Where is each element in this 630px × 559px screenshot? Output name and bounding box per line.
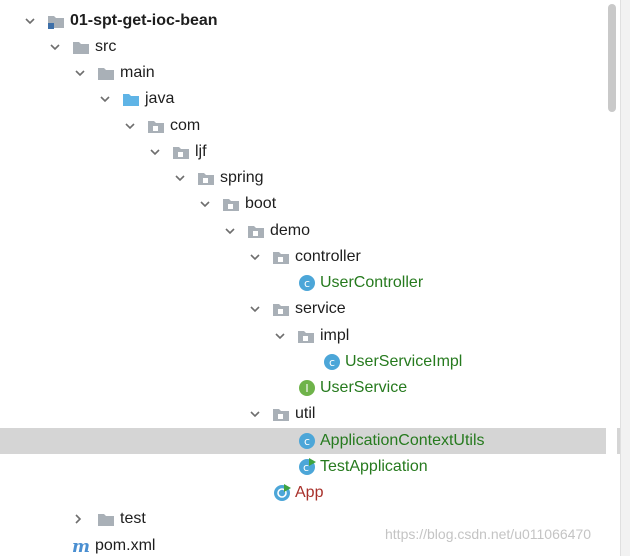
package-icon [197, 169, 215, 187]
package-icon [272, 405, 290, 423]
tree-node-label: util [295, 405, 316, 422]
chevron-down-icon[interactable] [225, 226, 235, 236]
scrollbar-thumb[interactable] [608, 4, 616, 112]
editor-gutter [620, 0, 630, 556]
tree-node-label: 01-spt-get-ioc-bean [70, 12, 218, 29]
maven-pom-icon: m [72, 537, 90, 555]
package-icon [272, 248, 290, 266]
svg-text:c: c [329, 356, 335, 369]
chevron-down-icon[interactable] [250, 304, 260, 314]
tree-node-label: TestApplication [320, 458, 428, 475]
chevron-down-icon[interactable] [250, 409, 260, 419]
chevron-down-icon[interactable] [100, 94, 110, 104]
package-icon [297, 327, 315, 345]
svg-text:m: m [72, 537, 90, 555]
tree-node-main[interactable]: main [0, 60, 620, 86]
class-icon: c [298, 432, 316, 450]
chevron-down-icon[interactable] [150, 147, 160, 157]
tree-node-label: boot [245, 195, 277, 212]
tree-node-label: spring [220, 169, 264, 186]
tree-node-userserviceimpl[interactable]: c UserServiceImpl [0, 349, 620, 375]
chevron-down-icon[interactable] [75, 68, 85, 78]
tree-node-demo[interactable]: demo [0, 218, 620, 244]
chevron-down-icon[interactable] [50, 42, 60, 52]
chevron-down-icon[interactable] [200, 199, 210, 209]
source-root-folder-icon [122, 90, 140, 108]
runnable-class-icon: c [298, 458, 316, 476]
tree-node-label: UserService [320, 379, 408, 396]
tree-node-spring[interactable]: spring [0, 165, 620, 191]
folder-icon [72, 38, 90, 56]
tree-node-label: ljf [195, 143, 207, 160]
tree-node-label: controller [295, 248, 361, 265]
svg-text:I: I [305, 382, 308, 395]
tree-node-label: demo [270, 222, 311, 239]
tree-node-label: test [120, 510, 146, 527]
project-tree: 01-spt-get-ioc-bean src main java com lj… [0, 12, 620, 555]
tree-node-test[interactable]: test [0, 506, 620, 532]
chevron-down-icon[interactable] [175, 173, 185, 183]
tree-node-label: java [145, 90, 175, 107]
vertical-scrollbar[interactable] [606, 0, 617, 556]
tree-node-label: UserServiceImpl [345, 353, 463, 370]
tree-node-util[interactable]: util [0, 401, 620, 427]
spring-boot-app-icon [273, 484, 291, 502]
package-icon [222, 195, 240, 213]
tree-node-module[interactable]: 01-spt-get-ioc-bean [0, 8, 620, 34]
tree-node-label: UserController [320, 274, 424, 291]
package-icon [272, 300, 290, 318]
class-icon: c [323, 353, 341, 371]
tree-node-testapplication[interactable]: c TestApplication [0, 454, 620, 480]
tree-node-impl[interactable]: impl [0, 323, 620, 349]
folder-icon [97, 510, 115, 528]
tree-node-com[interactable]: com [0, 113, 620, 139]
tree-node-label: service [295, 300, 346, 317]
package-icon [172, 143, 190, 161]
tree-node-userservice[interactable]: I UserService [0, 375, 620, 401]
tree-node-label: App [295, 484, 324, 501]
tree-node-app[interactable]: App [0, 480, 620, 506]
svg-text:c: c [303, 461, 309, 474]
tree-node-label: impl [320, 327, 350, 344]
package-icon [247, 222, 265, 240]
folder-icon [97, 64, 115, 82]
module-folder-icon [47, 12, 65, 30]
tree-node-label: ApplicationContextUtils [320, 432, 485, 449]
class-icon: c [298, 274, 316, 292]
package-icon [147, 117, 165, 135]
interface-icon: I [298, 379, 316, 397]
tree-node-pom[interactable]: m pom.xml [0, 533, 620, 559]
tree-node-java[interactable]: java [0, 86, 620, 112]
tree-node-label: pom.xml [95, 537, 156, 554]
chevron-down-icon[interactable] [25, 16, 35, 26]
tree-node-controller[interactable]: controller [0, 244, 620, 270]
svg-text:c: c [304, 277, 310, 290]
tree-node-ljf[interactable]: ljf [0, 139, 620, 165]
chevron-down-icon[interactable] [275, 331, 285, 341]
chevron-down-icon[interactable] [250, 252, 260, 262]
tree-node-applicationcontextutils[interactable]: c ApplicationContextUtils [0, 428, 620, 454]
tree-node-label: main [120, 64, 155, 81]
tree-node-boot[interactable]: boot [0, 191, 620, 217]
watermark: https://blog.csdn.net/u011066470 [385, 526, 592, 542]
tree-node-src[interactable]: src [0, 34, 620, 60]
svg-text:c: c [304, 435, 310, 448]
chevron-down-icon[interactable] [125, 121, 135, 131]
tree-node-usercontroller[interactable]: c UserController [0, 270, 620, 296]
tree-node-label: src [95, 38, 117, 55]
chevron-right-icon[interactable] [73, 514, 83, 524]
tree-node-label: com [170, 117, 201, 134]
tree-node-service[interactable]: service [0, 296, 620, 322]
